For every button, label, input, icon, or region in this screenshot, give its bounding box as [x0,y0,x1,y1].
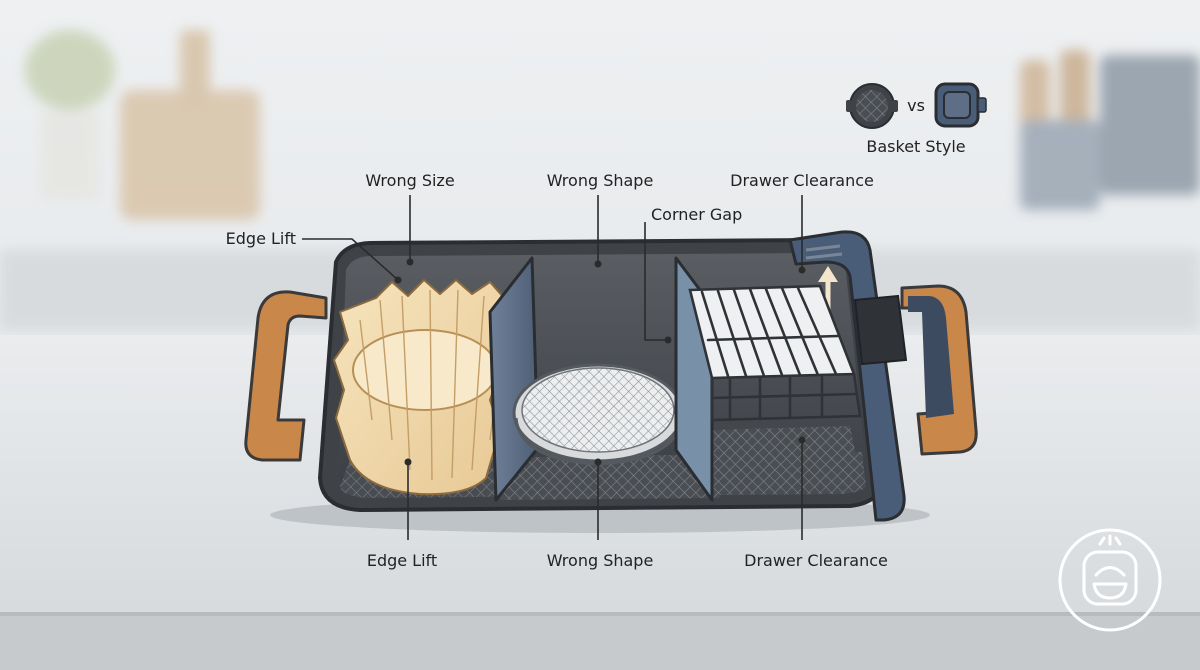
round-mesh-rack [512,363,684,466]
label-drawer-clearance-top: Drawer Clearance [730,171,874,190]
smiling-pot-logo-icon [1058,528,1162,632]
right-handle [900,284,978,456]
wire-rack [688,284,862,422]
label-drawer-clearance-bottom: Drawer Clearance [744,551,888,570]
round-basket-icon [846,83,898,129]
leader-corner-gap [644,222,668,341]
label-wrong-shape-bottom: Wrong Shape [546,551,654,570]
counter-edge [0,615,1200,670]
legend-vs-text: vs [907,96,925,115]
label-wrong-shape-top: Wrong Shape [546,171,654,190]
left-handle [244,290,328,462]
drawer-front-panel [788,230,908,522]
legend-caption: Basket Style [866,137,966,156]
label-edge-lift-bottom: Edge Lift [366,551,438,570]
paper-liner [333,279,517,496]
leader-edge-lift-top [302,238,399,281]
label-edge-lift-left: Edge Lift [225,229,296,248]
square-basket-icon [934,82,987,128]
label-corner-gap: Corner Gap [651,205,743,224]
label-wrong-size: Wrong Size [365,171,455,190]
leader-lines [302,195,803,540]
